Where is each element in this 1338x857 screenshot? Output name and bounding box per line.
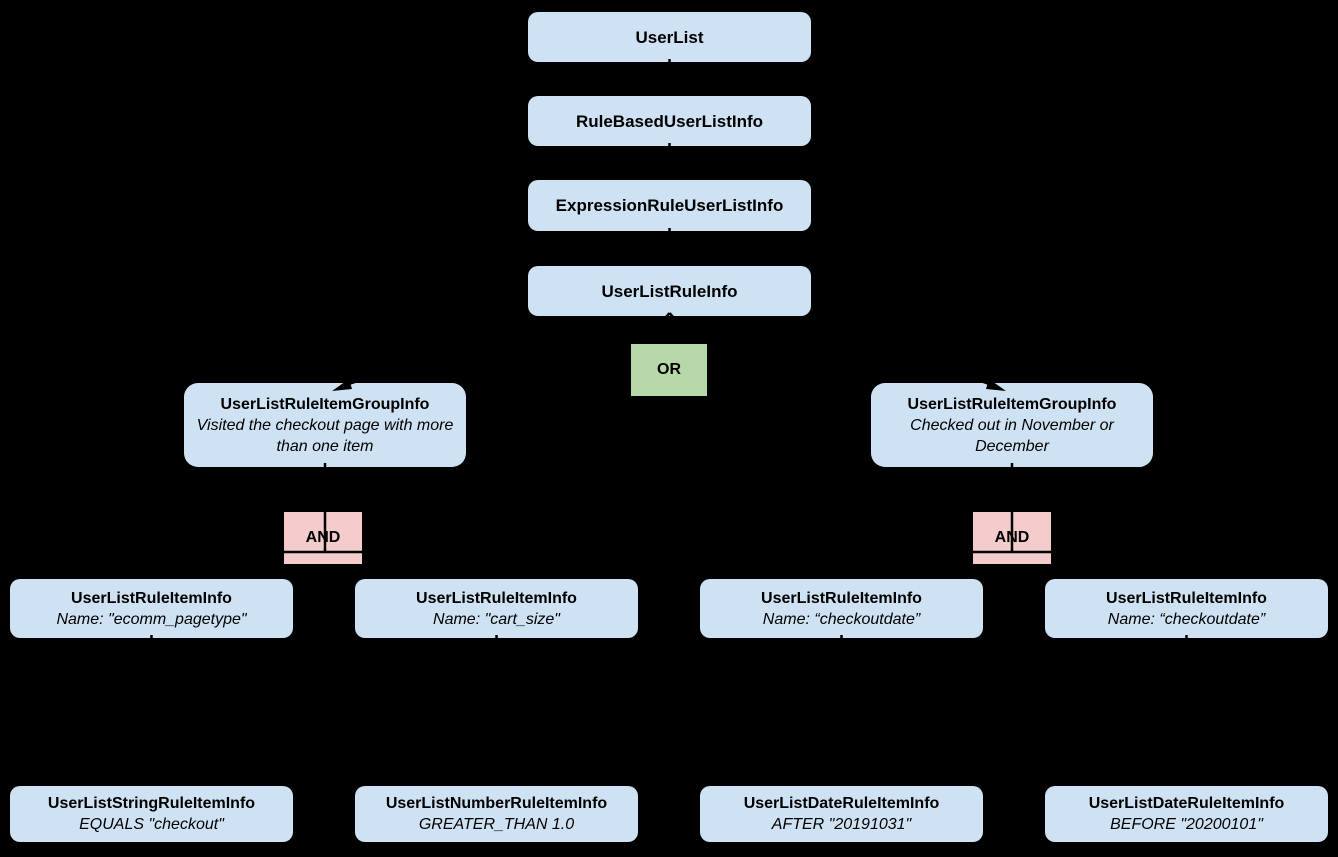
node-dateruleitem-after: UserListDateRuleItemInfo AFTER "20191031…: [700, 786, 983, 842]
node-userlist: UserList: [528, 12, 811, 62]
node-label: RuleBasedUserListInfo: [575, 111, 764, 131]
or-label: OR: [657, 361, 681, 378]
ruleitem-title: UserListRuleItemInfo: [71, 589, 232, 607]
group-description: Checked out in November or December: [910, 416, 1114, 455]
leaf-subtitle: BEFORE "20200101": [1110, 816, 1263, 833]
node-userlistruleinfo: UserListRuleInfo: [528, 266, 811, 316]
arrow-ruleinfo-to-group-left: [339, 312, 671, 389]
node-ruleitemgroup-left: UserListRuleItemGroupInfo Visited the ch…: [184, 383, 466, 467]
node-expressionruleuserlistinfo: ExpressionRuleUserListInfo: [528, 180, 811, 231]
and-label: AND: [305, 529, 341, 546]
leaf-title: UserListDateRuleItemInfo: [743, 795, 940, 812]
node-ruleitem-checkoutdate-2: UserListRuleItemInfo Name: “checkoutdate…: [1045, 579, 1328, 638]
node-label: UserListRuleInfo: [601, 281, 738, 301]
leaf-subtitle: EQUALS "checkout": [79, 816, 224, 833]
ruleitem-title: UserListRuleItemInfo: [1106, 589, 1267, 607]
node-ruleitemgroup-right: UserListRuleItemGroupInfo Checked out in…: [871, 383, 1153, 467]
leaf-title: UserListDateRuleItemInfo: [1088, 795, 1285, 812]
node-stringruleitem: UserListStringRuleItemInfo EQUALS "check…: [10, 786, 293, 842]
ruleitem-subtitle: Name: “checkoutdate”: [762, 610, 921, 628]
ruleitem-title: UserListRuleItemInfo: [416, 589, 577, 607]
and-label: AND: [994, 529, 1030, 546]
ruleitem-subtitle: Name: "ecomm_pagetype": [56, 610, 247, 628]
ruleitem-subtitle: Name: “checkoutdate”: [1107, 610, 1266, 628]
ruleitem-title: UserListRuleItemInfo: [761, 589, 922, 607]
and-operator-badge-left: AND: [284, 512, 362, 564]
or-operator-badge: OR: [631, 344, 707, 396]
arrow-ruleinfo-to-group-right: [668, 312, 999, 389]
group-title: UserListRuleItemGroupInfo: [220, 395, 430, 413]
node-ruleitem-checkoutdate-1: UserListRuleItemInfo Name: “checkoutdate…: [700, 579, 983, 638]
node-numberruleitem: UserListNumberRuleItemInfo GREATER_THAN …: [355, 786, 638, 842]
leaf-subtitle: GREATER_THAN 1.0: [418, 816, 575, 833]
ruleitem-subtitle: Name: "cart_size": [433, 610, 560, 628]
node-dateruleitem-before: UserListDateRuleItemInfo BEFORE "2020010…: [1045, 786, 1328, 842]
group-description: Visited the checkout page with more than…: [196, 416, 454, 455]
leaf-subtitle: AFTER "20191031": [771, 816, 912, 833]
group-title: UserListRuleItemGroupInfo: [907, 395, 1117, 413]
and-operator-badge-right: AND: [973, 512, 1051, 564]
node-rulebaseduserlistinfo: RuleBasedUserListInfo: [528, 96, 811, 146]
leaf-title: UserListNumberRuleItemInfo: [385, 795, 608, 812]
node-label: UserList: [635, 27, 704, 47]
node-label: ExpressionRuleUserListInfo: [555, 196, 784, 215]
node-ruleitem-ecomm-pagetype: UserListRuleItemInfo Name: "ecomm_pagety…: [10, 579, 293, 638]
leaf-title: UserListStringRuleItemInfo: [47, 795, 256, 812]
node-ruleitem-cart-size: UserListRuleItemInfo Name: "cart_size": [355, 579, 638, 638]
